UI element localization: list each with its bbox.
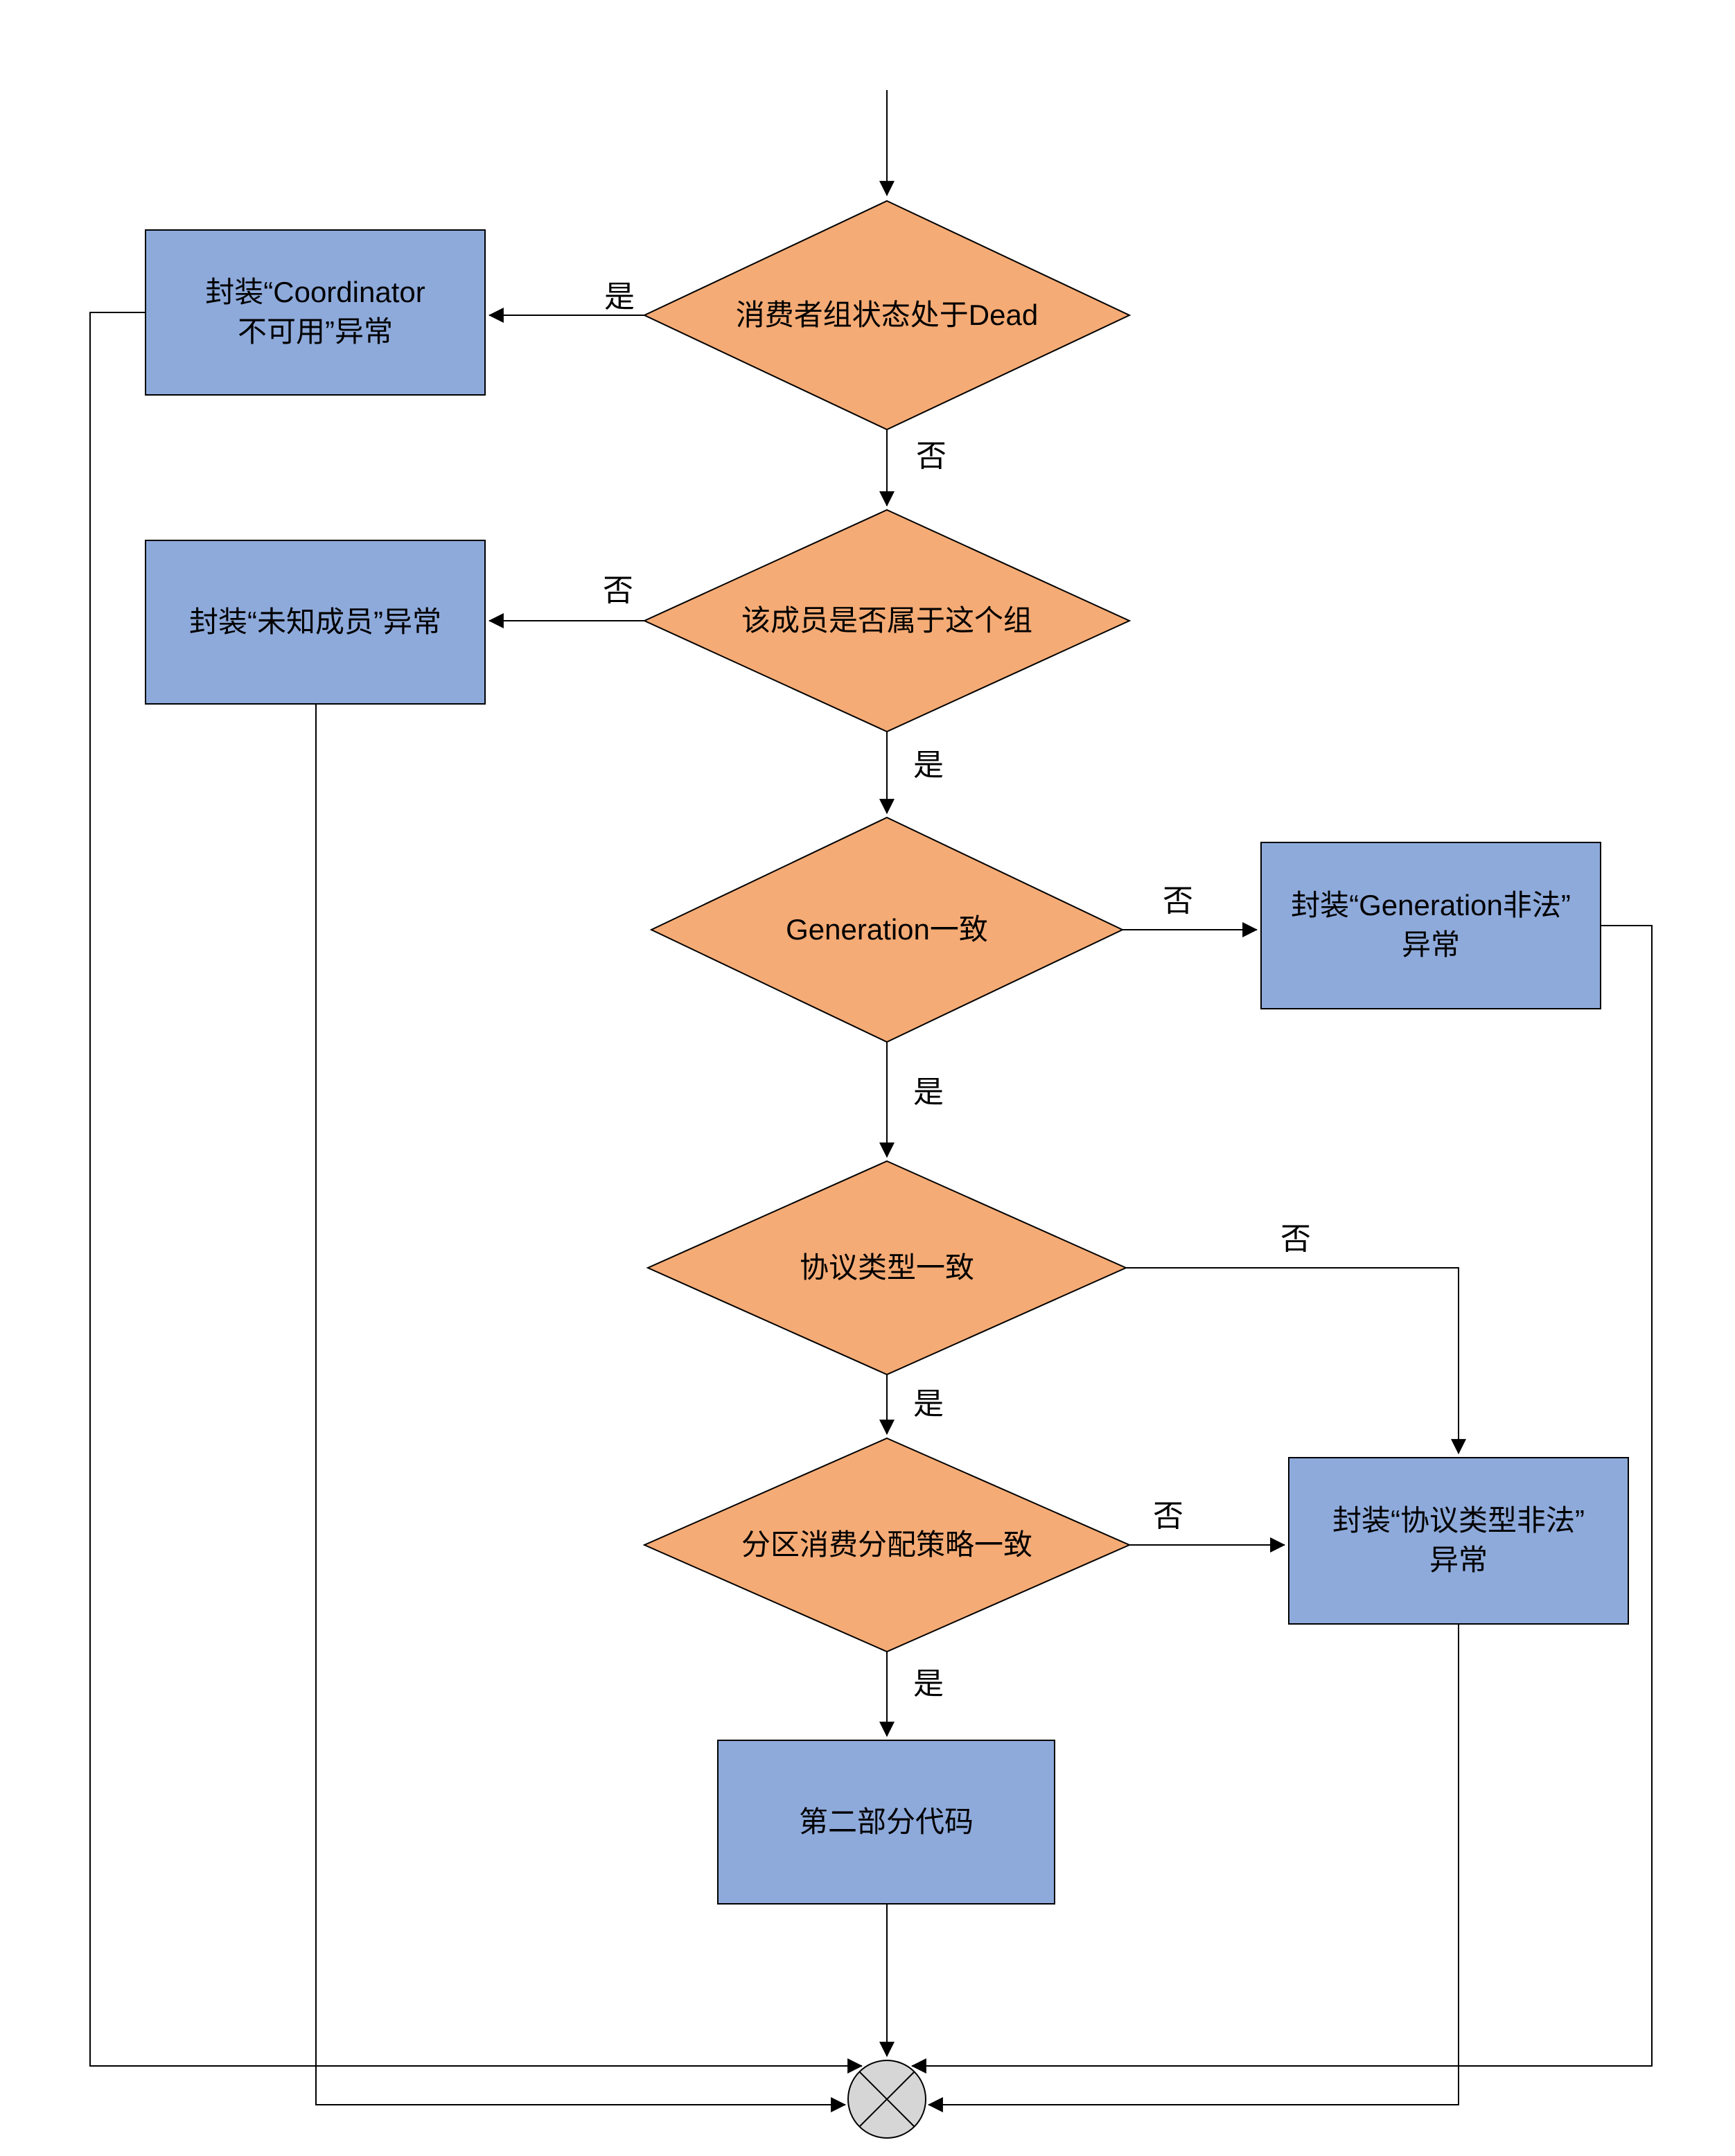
rect-generation-illegal-exception <box>1260 842 1601 1009</box>
diamond-member-belongs-group <box>642 509 1131 733</box>
edge-label-d5-yes: 是 <box>913 1667 944 1701</box>
node-label: 封装“未知成员”异常 <box>189 605 441 638</box>
edge-d4-no-to-r5 <box>1126 1267 1466 1455</box>
diamond-generation-consistent <box>649 816 1125 1043</box>
decision-group-state-dead: 消费者组状态处于Dead <box>644 201 1129 430</box>
node-label: 分区消费分配策略一致 <box>741 1528 1032 1561</box>
box-generation-illegal-exception: 封装“Generation非法” 异常 <box>1261 842 1601 1009</box>
node-label-line1: 封装“Generation非法” <box>1291 889 1571 922</box>
rect-second-part-code <box>717 1740 1055 1905</box>
decision-protocol-type-consistent: 协议类型一致 <box>648 1161 1126 1375</box>
box-protocol-type-illegal-exception: 封装“协议类型非法” 异常 <box>1289 1458 1628 1624</box>
decision-generation-consistent: Generation一致 <box>651 818 1122 1042</box>
node-label-line2: 异常 <box>1401 928 1460 961</box>
rect-protocol-type-illegal-exception <box>1288 1457 1629 1625</box>
edge-label-d4-yes: 是 <box>913 1387 944 1421</box>
edge-label-d3-no: 否 <box>1163 884 1193 918</box>
box-second-part-code: 第二部分代码 <box>718 1740 1055 1904</box>
edge-r2-to-end <box>315 704 847 2112</box>
node-label: 消费者组状态处于Dead <box>735 298 1039 331</box>
node-label-line2: 异常 <box>1429 1544 1488 1576</box>
diamond-protocol-type-consistent <box>646 1160 1128 1376</box>
end-junction-cross-icon <box>858 2071 915 2128</box>
box-unknown-member-exception: 封装“未知成员”异常 <box>146 540 485 704</box>
node-label-line1: 封装“Coordinator <box>205 276 425 309</box>
edge-label-d4-no: 否 <box>1280 1222 1311 1256</box>
rect-coordinator-unavailable-exception <box>145 229 486 396</box>
node-label: 第二部分代码 <box>798 1805 974 1838</box>
node-label-line1: 封装“协议类型非法” <box>1332 1504 1585 1537</box>
diamond-partition-assignment-strategy-consistent <box>642 1437 1131 1653</box>
decision-partition-assignment-strategy: 分区消费分配策略一致 <box>644 1438 1129 1652</box>
edge-label-d5-no: 否 <box>1153 1499 1183 1533</box>
edge-r1-to-end <box>89 312 863 2074</box>
diamond-group-state-dead <box>642 200 1131 431</box>
edge-label-d2-yes: 是 <box>913 748 944 782</box>
edge-label-d1-no: 否 <box>916 439 946 473</box>
node-label: 协议类型一致 <box>799 1251 974 1284</box>
node-label: Generation一致 <box>786 912 988 946</box>
edge-label-d1-yes: 是 <box>604 280 635 314</box>
box-coordinator-unavailable-exception: 封装“Coordinator 不可用”异常 <box>146 230 485 395</box>
edge-label-d2-no: 否 <box>603 574 633 608</box>
edge-label-d3-yes: 是 <box>913 1075 944 1109</box>
node-label-line2: 不可用”异常 <box>237 315 393 348</box>
edge-r5-to-end <box>927 1624 1459 2112</box>
edge-r3-to-end <box>910 925 1653 2074</box>
node-label: 该成员是否属于这个组 <box>741 603 1032 637</box>
rect-unknown-member-exception <box>145 540 486 705</box>
decision-member-belongs-group: 该成员是否属于这个组 <box>644 510 1129 732</box>
